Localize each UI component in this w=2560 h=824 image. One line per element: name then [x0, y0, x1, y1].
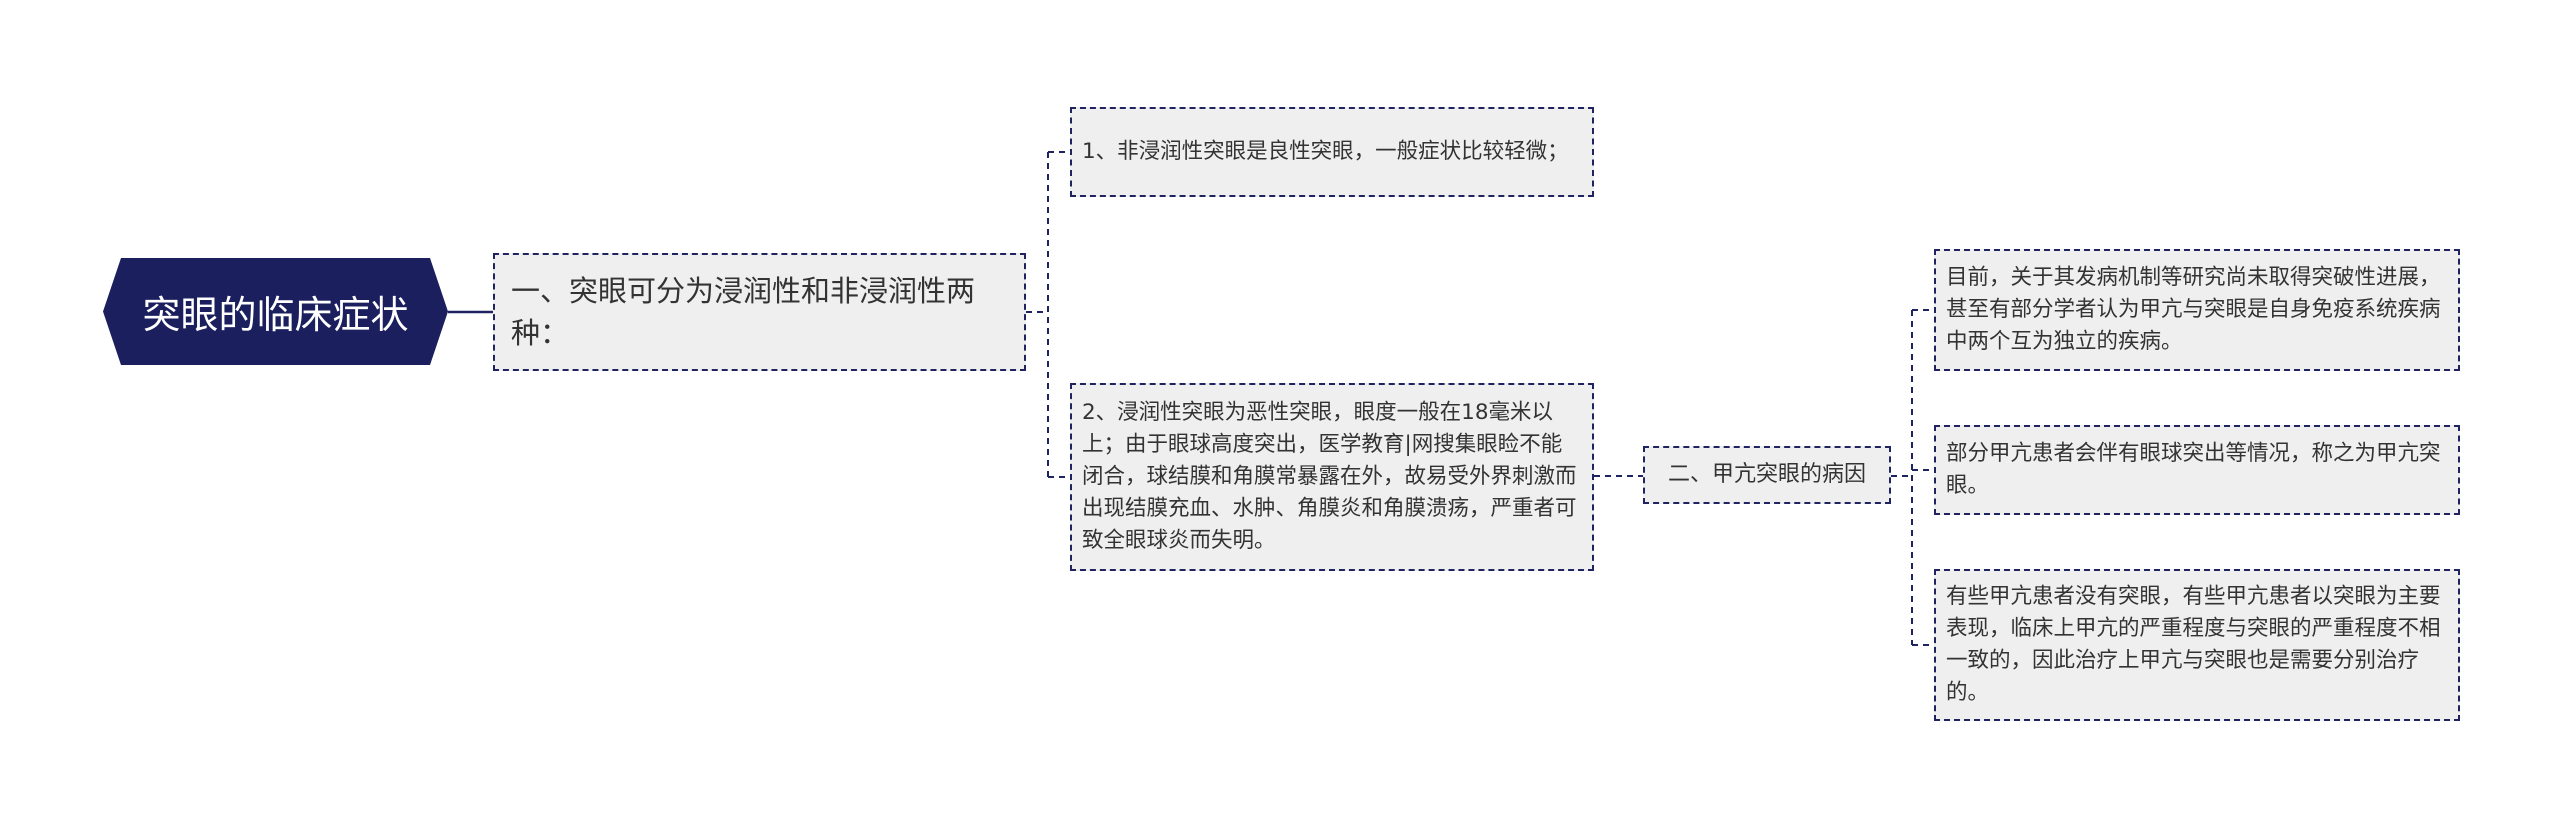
connector-branch1-leaves: [1026, 151, 1070, 478]
subtopic-label: 有些甲亢患者没有突眼，有些甲亢患者以突眼为主要表现，临床上甲亢的严重程度与突眼的…: [1946, 584, 2441, 705]
subtopic-mechanism[interactable]: 目前，关于其发病机制等研究尚未取得突破性进展，甚至有部分学者认为甲亢与突眼是自身…: [1934, 249, 2460, 371]
root-hexagon-shape: [103, 258, 448, 365]
subtopic-label: 1、非浸润性突眼是良性突眼，一般症状比较轻微；: [1082, 139, 1569, 164]
connector-branch2-leaves: [1891, 309, 1934, 646]
subtopic-definition[interactable]: 部分甲亢患者会伴有眼球突出等情况，称之为甲亢突眼。: [1934, 425, 2460, 515]
branch-topic-classification[interactable]: 一、突眼可分为浸润性和非浸润性两种：: [493, 253, 1026, 371]
subtopic-severity[interactable]: 有些甲亢患者没有突眼，有些甲亢患者以突眼为主要表现，临床上甲亢的严重程度与突眼的…: [1934, 569, 2460, 721]
root-topic[interactable]: 突眼的临床症状: [103, 258, 448, 365]
subtopic-label: 2、浸润性突眼为恶性突眼，眼度一般在18毫米以上；由于眼球高度突出，医学教育|网…: [1082, 400, 1577, 553]
subtopic-infiltrative[interactable]: 2、浸润性突眼为恶性突眼，眼度一般在18毫米以上；由于眼球高度突出，医学教育|网…: [1070, 383, 1594, 571]
subtopic-label: 部分甲亢患者会伴有眼球突出等情况，称之为甲亢突眼。: [1946, 441, 2441, 498]
branch-topic-label: 一、突眼可分为浸润性和非浸润性两种：: [511, 274, 976, 350]
subtopic-noninfiltrative[interactable]: 1、非浸润性突眼是良性突眼，一般症状比较轻微；: [1070, 107, 1594, 197]
subtopic-label: 目前，关于其发病机制等研究尚未取得突破性进展，甚至有部分学者认为甲亢与突眼是自身…: [1946, 265, 2441, 354]
branch-topic-cause[interactable]: 二、甲亢突眼的病因: [1643, 446, 1891, 504]
root-topic-label: 突眼的临床症状: [142, 293, 409, 337]
branch-topic-label: 二、甲亢突眼的病因: [1667, 462, 1866, 487]
